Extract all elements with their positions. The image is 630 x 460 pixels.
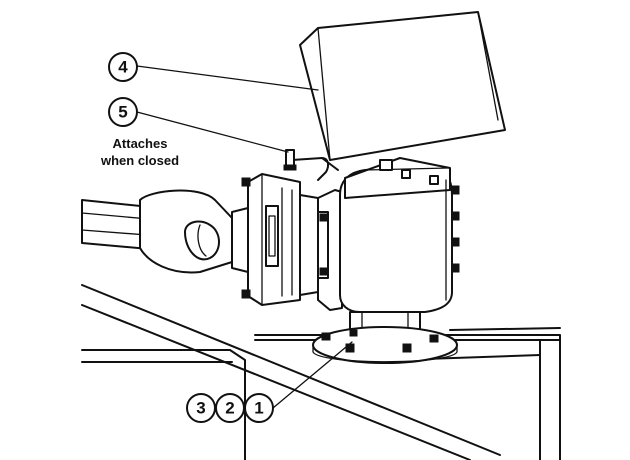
callout-1: 1 — [244, 393, 274, 423]
attach-note-line2: when closed — [100, 153, 179, 168]
leader-lines — [136, 65, 353, 409]
callout-2: 2 — [215, 393, 245, 423]
leader-line-5 — [136, 111, 289, 153]
drive-shaft — [81, 189, 249, 274]
callout-3: 3 — [186, 393, 216, 423]
output-base — [312, 311, 458, 364]
latch-hook — [283, 149, 339, 181]
attach-note-line1: Attaches — [113, 136, 168, 151]
callout-4: 4 — [108, 52, 138, 82]
callout-5: 5 — [108, 97, 138, 127]
shield-cover — [299, 11, 506, 161]
callout-4-label: 4 — [118, 58, 128, 77]
leader-line-4 — [136, 65, 319, 91]
callout-5-label: 5 — [118, 103, 127, 122]
leader-line-1 — [272, 341, 353, 409]
callout-1-label: 1 — [254, 399, 263, 418]
attach-note: Attaches when closed — [100, 136, 179, 168]
frame-rails — [81, 284, 561, 460]
callout-2-label: 2 — [225, 399, 234, 418]
gearbox-housing — [317, 157, 460, 313]
coupling-flange — [241, 173, 319, 306]
callout-3-label: 3 — [196, 399, 205, 418]
